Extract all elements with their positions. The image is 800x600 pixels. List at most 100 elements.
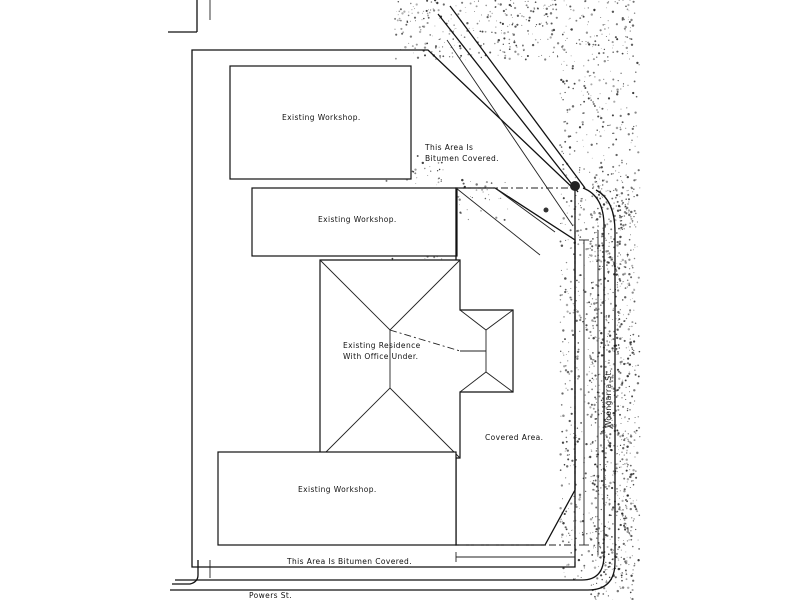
scan-speck <box>411 45 414 48</box>
scan-speck <box>622 447 625 450</box>
scan-speck <box>627 362 629 364</box>
scan-speck <box>604 226 606 228</box>
scan-speck <box>579 274 582 277</box>
scan-speck <box>616 491 618 493</box>
scan-speck <box>592 475 594 477</box>
scan-speck <box>573 82 576 85</box>
scan-speck <box>615 552 618 555</box>
scan-speck <box>610 423 613 426</box>
scan-speck <box>438 177 440 180</box>
scan-speck <box>490 16 491 18</box>
scan-speck <box>568 419 571 423</box>
scan-speck <box>619 435 622 438</box>
scan-speck <box>564 513 566 515</box>
scan-speck <box>608 514 611 517</box>
scan-speck <box>623 522 626 525</box>
scan-speck <box>581 431 583 433</box>
scan-speck <box>591 245 594 248</box>
scan-speck <box>606 320 608 322</box>
scan-speck <box>619 587 622 590</box>
scan-speck <box>613 472 615 474</box>
scan-speck <box>408 11 410 13</box>
scan-speck <box>628 385 630 388</box>
scan-speck <box>555 16 558 19</box>
scan-speck <box>637 276 640 279</box>
scan-speck <box>618 252 620 254</box>
scan-speck <box>604 28 606 30</box>
scan-speck <box>466 22 469 25</box>
scan-speck <box>629 222 631 224</box>
scan-speck <box>598 395 601 398</box>
scan-speck <box>621 439 623 441</box>
scan-speck <box>481 188 484 191</box>
scan-speck <box>606 223 609 226</box>
scan-speck <box>452 38 454 40</box>
scan-speck <box>545 7 548 10</box>
scan-speck <box>575 19 578 22</box>
scan-speck <box>631 473 634 476</box>
scan-speck <box>607 279 610 283</box>
scan-speck <box>608 498 611 501</box>
scan-speck <box>610 462 612 464</box>
scan-speck <box>627 214 630 216</box>
scan-speck <box>608 502 611 506</box>
scan-speck <box>553 0 556 1</box>
scan-speck <box>590 83 593 86</box>
scan-speck <box>626 437 628 439</box>
scan-speck <box>508 42 510 45</box>
scan-speck <box>633 300 636 303</box>
scan-speck <box>592 238 594 240</box>
scan-speck <box>626 452 628 454</box>
scan-speck <box>565 387 567 389</box>
scan-speck <box>573 60 575 62</box>
scan-speck <box>593 302 596 305</box>
scan-speck <box>622 405 625 408</box>
scan-speck <box>587 248 589 250</box>
scan-speck <box>626 36 629 38</box>
scan-speck <box>629 597 632 599</box>
scan-speck <box>597 207 599 210</box>
scan-speck <box>564 224 566 226</box>
scan-speck <box>610 205 612 207</box>
scan-speck <box>584 477 587 479</box>
label-covered-area: Covered Area. <box>485 433 543 442</box>
scan-speck <box>618 242 621 246</box>
scan-speck <box>618 497 620 499</box>
scan-speck <box>615 318 617 320</box>
scan-speck <box>604 326 607 329</box>
scan-speck <box>594 421 597 424</box>
scan-speck <box>590 97 592 99</box>
scan-speck <box>628 284 631 287</box>
scan-speck <box>617 319 619 322</box>
scan-speck <box>589 330 592 334</box>
scan-speck <box>597 222 598 224</box>
scan-speck <box>599 547 602 549</box>
scan-speck <box>592 260 594 262</box>
scan-speck <box>616 394 619 397</box>
scan-speck <box>561 63 562 65</box>
scan-speck <box>561 520 563 522</box>
scan-speck <box>562 352 564 354</box>
scan-speck <box>525 4 528 7</box>
scan-speck <box>565 528 568 531</box>
scan-speck <box>571 459 574 462</box>
scan-speck <box>598 259 601 262</box>
scan-speck <box>608 350 611 353</box>
scan-speck <box>570 424 572 426</box>
scan-speck <box>561 33 564 36</box>
scan-speck <box>605 315 608 317</box>
scan-speck <box>612 257 614 259</box>
scan-speck <box>512 33 514 35</box>
scan-speck <box>606 349 608 351</box>
scan-speck <box>578 351 580 353</box>
scan-speck <box>634 417 636 418</box>
scan-speck <box>572 311 575 314</box>
scan-speck <box>633 389 636 392</box>
scan-speck <box>460 34 462 36</box>
scan-speck <box>606 340 608 342</box>
scan-speck <box>473 1 475 3</box>
scan-speck <box>568 373 571 375</box>
scan-speck <box>596 192 597 193</box>
scan-speck <box>433 0 437 2</box>
